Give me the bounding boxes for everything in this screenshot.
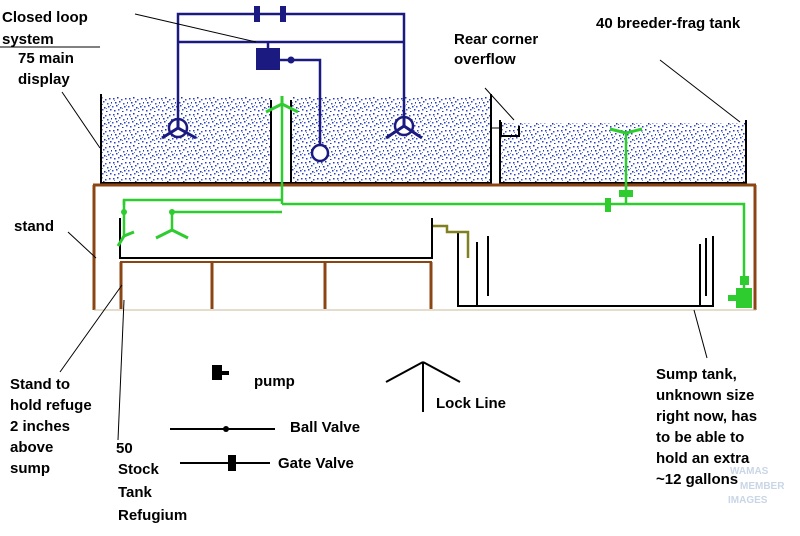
watermark: WAMAS MEMBER IMAGES [728, 466, 787, 506]
return-outlet-refugium [116, 228, 189, 247]
stock-tank-label: 50 Stock Tank Refugium [116, 440, 187, 524]
closed-loop-gate-valve [254, 6, 286, 22]
stand-frame [92, 183, 757, 311]
return-outlet-main [265, 96, 299, 114]
return-plumbing [121, 104, 746, 298]
breeder-tank-label: 40 breeder-frag tank [596, 15, 741, 32]
rear-overflow-label: Rear corner overflow [454, 31, 542, 68]
main-display-label: 75 main display [18, 50, 78, 88]
stand-label: stand [14, 218, 54, 235]
legend-ball-valve-label: Ball Valve [290, 419, 360, 436]
lock-line-label: Lock Line [436, 395, 506, 412]
return-pump-icon [728, 288, 752, 308]
leader-lines [0, 13, 741, 441]
sump-label: Sump tank, unknown size right now, has t… [656, 366, 761, 488]
rear-corner-overflow [491, 122, 520, 137]
breeder-frag-tank [499, 120, 747, 184]
refuge-stand [119, 261, 433, 309]
legend-ball-valve-icon [170, 426, 275, 432]
closed-loop-nozzle-right [385, 115, 423, 140]
return-outlet-breeder [609, 127, 643, 135]
stock-tank-refugium [119, 218, 433, 259]
closed-loop-pump-icon [256, 48, 295, 70]
closed-loop-nozzle-left [161, 117, 197, 140]
stand-refuge-label: Stand to hold refuge 2 inches above sump [10, 376, 96, 477]
legend-pump-icon [212, 365, 229, 380]
legend-pump-label: pump [254, 373, 295, 390]
legend-gate-valve-icon [180, 455, 270, 471]
lock-line-arrow [385, 361, 461, 412]
drain-line [433, 224, 470, 258]
legend-gate-valve-label: Gate Valve [278, 455, 354, 472]
return-valves [605, 190, 749, 285]
sump-tank [457, 232, 714, 307]
closed-loop-label: Closed loop system [2, 9, 92, 48]
main-display-tank [100, 94, 492, 184]
